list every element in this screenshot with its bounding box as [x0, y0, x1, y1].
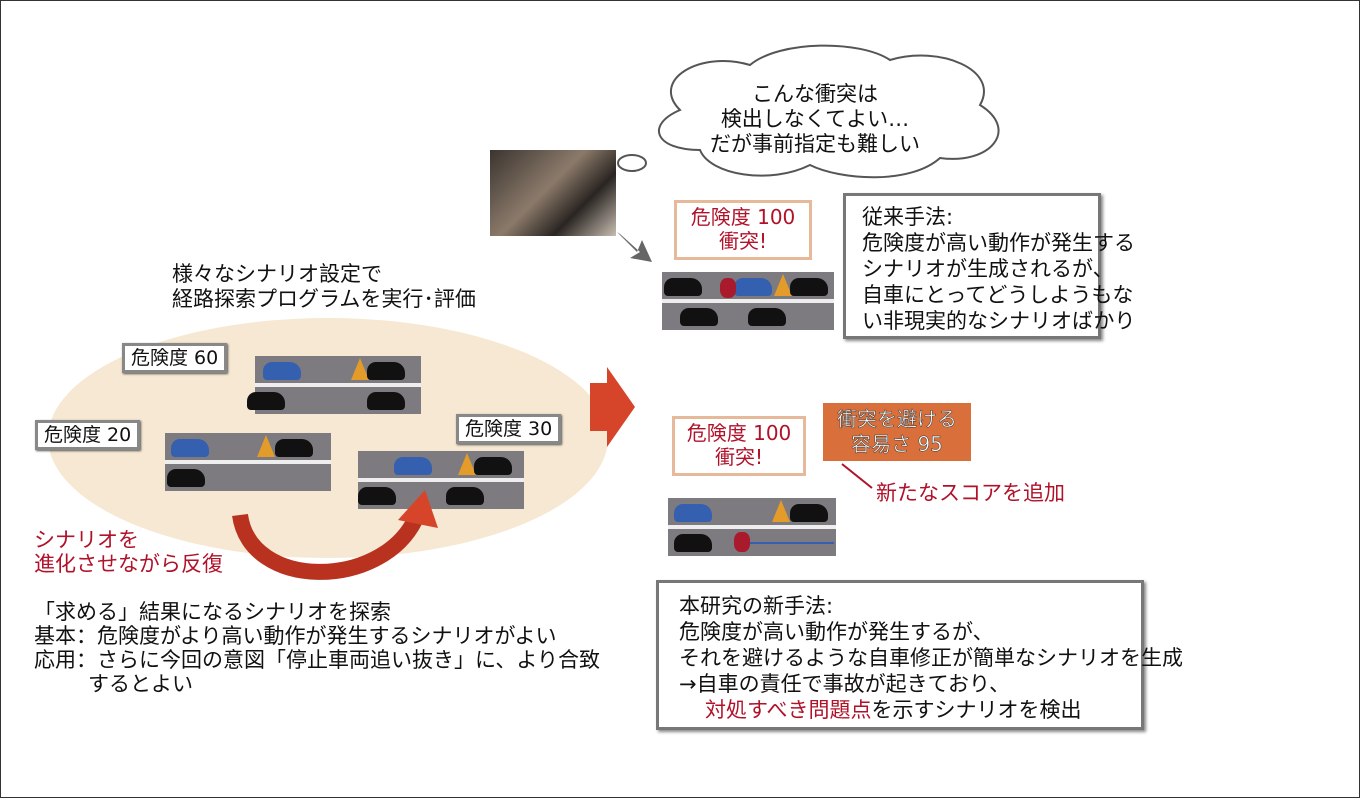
box-line: 危険度が高い動作が発生するが、 [679, 620, 994, 644]
title-line: 経路探索プログラムを実行･評価 [172, 287, 476, 311]
notes-basic-text: 危険度がより高い動作が発生するシナリオがよい [97, 624, 557, 648]
iterate-line: 進化させながら反復 [34, 552, 223, 576]
notes-applied-text: さらに今回の意図「停止車両追い抜き」に、より合致 [97, 648, 600, 672]
callout-line: 衝突! [718, 229, 768, 253]
thought-text: こんな衝突は 検出しなくてよい… だが事前指定も難しい [690, 82, 940, 157]
risk-label-60: 危険度 60 [122, 343, 228, 373]
new-score-text: 新たなスコアを追加 [876, 481, 1065, 505]
scenario-road-30 [358, 451, 524, 509]
iterate-text: シナリオを 進化させながら反復 [34, 528, 223, 576]
pointer-line [841, 463, 873, 489]
risk-label-20: 危険度 20 [35, 420, 141, 450]
thought-line: だが事前指定も難しい [710, 132, 920, 156]
person-photo [490, 150, 616, 236]
proposed-road [668, 498, 836, 556]
callout-line: 危険度 100 [690, 205, 796, 229]
gray-arrow-icon [617, 232, 652, 262]
search-notes: 「求める」結果になるシナリオを探索 基本：危険度がより高い動作が発生するシナリオ… [34, 600, 600, 696]
notes-applied-label: 応用： [34, 648, 97, 672]
conventional-risk-callout: 危険度 100 衝突! [674, 200, 812, 260]
box-line: それを避けるような自車修正が簡単なシナリオを生成 [679, 646, 1183, 670]
score-line: 容易さ 95 [851, 432, 943, 457]
box-line: い非現実的なシナリオばかり [862, 309, 1136, 333]
conventional-road [662, 272, 834, 330]
avoidance-score-box: 衝突を避ける 容易さ 95 [823, 403, 971, 461]
highlight-problem: 対処すべき問題点 [705, 698, 872, 722]
left-title: 様々なシナリオ設定で 経路探索プログラムを実行･評価 [172, 262, 476, 312]
proposed-risk-callout: 危険度 100 衝突! [672, 416, 806, 476]
box-line: 自車にとってどうしようもな [862, 283, 1134, 307]
iterate-curved-arrow-icon [232, 490, 438, 580]
notes-headline: 「求める」結果になるシナリオを探索 [34, 600, 391, 624]
scenario-road-20 [165, 433, 331, 491]
score-line: 衝突を避ける [837, 407, 958, 432]
box-line: を示すシナリオを検出 [871, 698, 1082, 722]
thought-cloud [596, 44, 1000, 186]
scenario-road-60 [247, 356, 421, 414]
thought-line: 検出しなくてよい… [720, 107, 910, 131]
notes-basic-label: 基本： [34, 624, 97, 648]
box-line: →自車の責任で事故が起きており、 [679, 672, 1011, 696]
box-line: 従来手法: [862, 205, 954, 229]
box-line: 危険度が高い動作が発生する [862, 231, 1135, 255]
big-red-arrow-icon [590, 367, 635, 447]
box-line: 本研究の新手法: [679, 594, 834, 618]
box-line: シナリオが生成されるが、 [862, 257, 1114, 281]
proposed-method-box: 本研究の新手法: 危険度が高い動作が発生するが、 それを避けるような自車修正が簡… [656, 580, 1183, 730]
risk-label-30: 危険度 30 [456, 414, 562, 444]
callout-line: 衝突! [714, 445, 764, 469]
title-line: 様々なシナリオ設定で [172, 262, 382, 286]
conventional-method-box: 従来手法: 危険度が高い動作が発生する シナリオが生成されるが、 自車にとってど… [843, 193, 1136, 339]
iterate-line: シナリオを [34, 528, 139, 552]
callout-line: 危険度 100 [686, 421, 792, 445]
notes-applied-text-cont: するとよい [88, 672, 193, 696]
thought-line: こんな衝突は [752, 82, 878, 106]
